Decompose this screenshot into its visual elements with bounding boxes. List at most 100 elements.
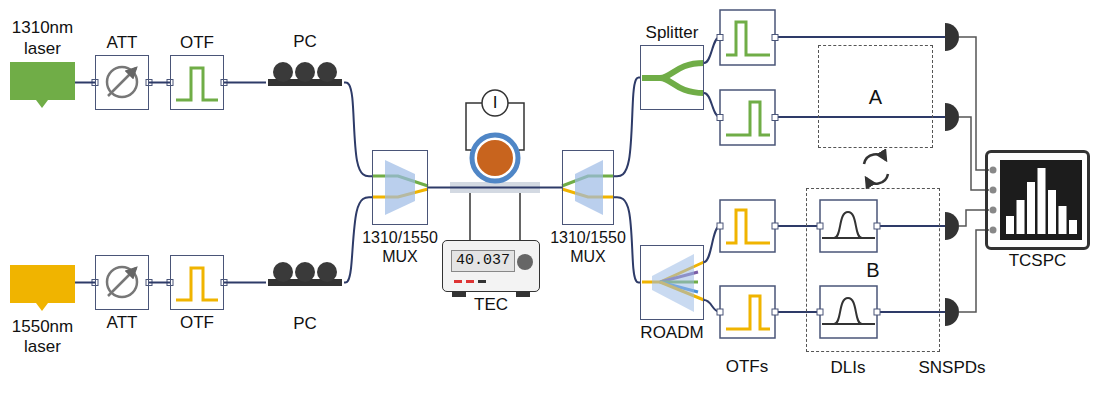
fiber-link (344, 83, 372, 177)
detector-symbol (945, 23, 959, 326)
attenuator-symbol (107, 67, 137, 97)
fiber (877, 225, 945, 227)
tec-controller (442, 240, 540, 292)
histogram-bar (1038, 168, 1046, 234)
tec-controller (452, 292, 466, 297)
delay-line-interferometer (834, 323, 862, 325)
polarization-controller (268, 62, 342, 286)
fiber (775, 311, 820, 313)
histogram-bar (1069, 220, 1077, 234)
optical-filter-box (720, 90, 775, 145)
tec-controller: 40.037TEC (442, 240, 540, 292)
splitter-internals (642, 63, 704, 93)
attenuator-box: ATT (95, 55, 149, 110)
fiber-port (772, 309, 778, 315)
dashed-region: A (818, 45, 933, 148)
ring-resonator-chip (472, 135, 518, 181)
detector-symbol (945, 298, 959, 326)
node-label: TEC (474, 295, 508, 315)
node-label: 1310/1550 MUX (354, 228, 446, 266)
delay-line-interferometer (834, 237, 862, 239)
ring-resonator-chip (477, 140, 513, 176)
swap-arrows (864, 154, 888, 183)
mux-internals (575, 160, 603, 215)
histogram-bar (1006, 216, 1014, 234)
attenuator-box: ATT (95, 255, 149, 310)
dashed-region: B (806, 188, 940, 352)
splitter-box: Splitter (640, 45, 704, 110)
delay-line-interferometer (822, 298, 875, 324)
roadm-box: ROADM (640, 245, 704, 320)
tec-controller (516, 292, 530, 297)
tec-controller (478, 280, 486, 283)
fiber-port (772, 223, 778, 229)
filter-passband (176, 68, 218, 100)
ring-resonator-chip (519, 193, 521, 240)
ammeter (482, 90, 508, 116)
tcspc-screen (990, 227, 997, 234)
column-label: SNSPDs (918, 358, 985, 378)
attenuator-symbol (107, 67, 137, 297)
polarization-controller (295, 262, 315, 282)
optical-filter-box (720, 10, 775, 65)
fiber-port (874, 223, 880, 229)
tcspc-screen (990, 187, 997, 194)
tec-controller (454, 280, 462, 283)
filter-passband (726, 102, 770, 135)
fiber (775, 116, 945, 118)
display-readout: 40.037 (451, 250, 515, 272)
node-label: ATT (107, 313, 138, 333)
ammeter (466, 103, 482, 150)
fiber-port (772, 115, 778, 121)
delay-line-interferometer (820, 286, 877, 338)
node-label: PC (293, 314, 317, 334)
polarization-controller (273, 262, 293, 282)
node-label: ROADM (640, 323, 703, 343)
roadm-internals (642, 254, 704, 312)
filter-passband (726, 22, 770, 55)
mux-internals (385, 160, 415, 215)
fiber (877, 311, 945, 313)
fiber (704, 37, 945, 312)
fiber-port (817, 223, 823, 229)
filter-passband (726, 296, 770, 329)
swap-arrows (866, 174, 888, 184)
fiber-link (614, 78, 640, 177)
fiber-port (717, 223, 723, 229)
fiber-port (772, 35, 778, 41)
tcspc-unit: TCSPC (985, 150, 1090, 250)
tcspc-screen (1000, 160, 1082, 240)
fiber-link (224, 282, 266, 284)
fiber-port (717, 309, 723, 315)
node-label: B (807, 258, 939, 282)
optical-filter-box (720, 200, 775, 252)
wdm-mux: 1310/1550 MUX (372, 150, 428, 225)
tec-controller (517, 254, 533, 270)
polarization-controller (317, 262, 337, 282)
histogram-bar (1017, 200, 1025, 234)
attenuator-symbol (108, 268, 136, 296)
polarization-controller (273, 62, 293, 82)
histogram-bar (1059, 206, 1067, 234)
node-label: Splitter (646, 23, 699, 43)
node-label: PC (293, 32, 317, 52)
node-label: 1310/1550 MUX (542, 228, 634, 266)
node-label: OTF (180, 313, 214, 333)
fiber-port (717, 115, 723, 121)
detector-symbol (945, 212, 959, 240)
fiber (775, 36, 945, 38)
polarization-controller: PC (266, 255, 344, 310)
laser-symbol (36, 303, 48, 311)
histogram-bar (1027, 182, 1035, 234)
column-label: DLIs (831, 358, 866, 378)
fiber-port (817, 309, 823, 315)
fiber (704, 226, 720, 262)
polarization-controller: PC (266, 55, 344, 110)
fiber-port (92, 35, 880, 316)
laser-source: 1310nm laser (10, 62, 75, 100)
node-label: TCSPC (1009, 251, 1067, 271)
fiber (704, 93, 720, 117)
tec-controller (466, 280, 474, 283)
